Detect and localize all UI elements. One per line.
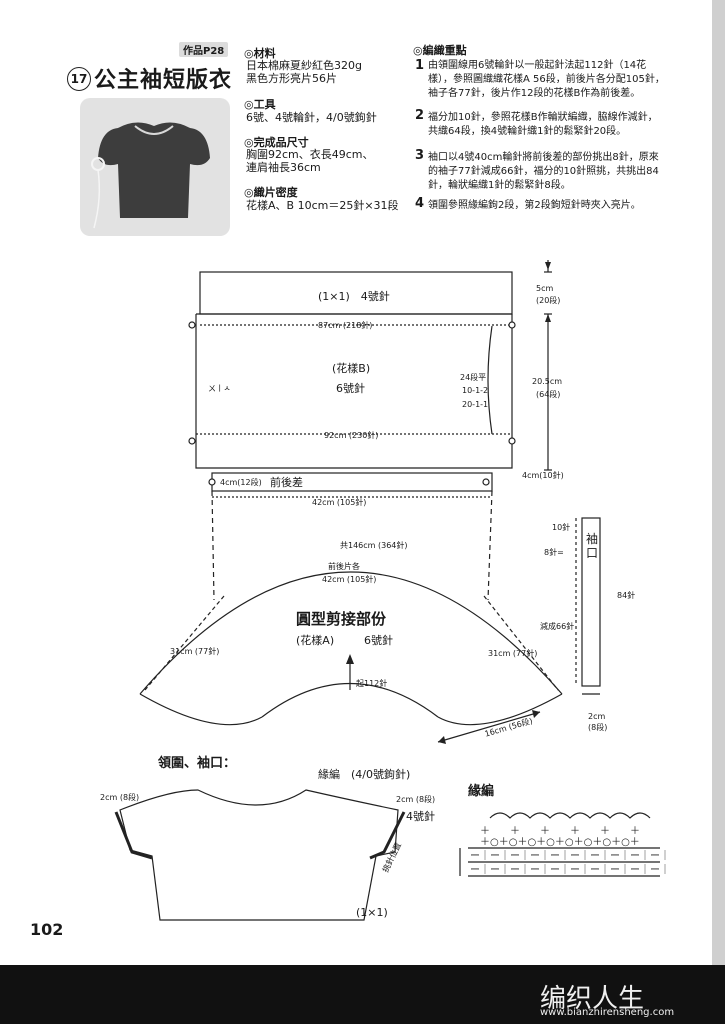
garment-photo — [80, 98, 230, 236]
tools-line-1: 6號、4號輪針，4/0號鉤針 — [246, 111, 377, 124]
cast-on-label: 起112針 — [356, 679, 388, 688]
cuff-depth: 2cm — [588, 712, 606, 721]
neck-rib-note: (1×1) — [356, 906, 388, 919]
cuff-total-84: 84針 — [617, 591, 636, 600]
watermark-url: www.bianzhirensheng.com — [540, 1007, 675, 1018]
pattern-b-label: (花樣B) — [332, 362, 371, 375]
sweater-illustration — [91, 122, 210, 229]
body-section-outline — [195, 314, 513, 469]
cuff-top-10: 10針 — [552, 523, 571, 532]
neck-edging-label: 緣編 (4/0號鉤針) — [318, 768, 411, 781]
size-line-2: 連肩袖長36cm — [246, 161, 321, 174]
cuff-pick-8: 8針= — [544, 548, 564, 557]
step-line: 福分加10針，參照花樣B作輪狀編織，脇線作減針， — [428, 112, 658, 123]
edging-symbols: ＋○＋○＋○＋○＋○＋○＋○＋○＋ ＋ ＋ ＋ ＋ ＋ ＋ ー｜ー｜ー｜ー｜ー｜… — [470, 826, 670, 876]
bottom-band — [0, 965, 725, 1024]
sleeve-left-label: 31cm (77針) — [170, 647, 220, 656]
body-height: 20.5cm — [532, 377, 563, 386]
size-line-1: 胸圍92cm、衣長49cm、 — [246, 148, 374, 161]
title-block: 作品P28 17 公主袖短版衣 — [64, 40, 234, 98]
yoke-title: 圓型剪接部份 — [296, 610, 387, 628]
neck-needle-4: 4號針 — [406, 810, 435, 823]
yoke-outer-arc — [139, 571, 563, 695]
edging-chart-title: 緣編 — [468, 784, 495, 799]
step-line: 針，輪狀編織1針的鬆緊針8段。 — [428, 180, 571, 191]
side-mark: ㄨㅣㅅ — [208, 384, 231, 393]
step-line: 袖口以4號40cm輪針將前後差的部份挑出8針，原來 — [428, 152, 659, 163]
svg-text:＋ ＋ ＋ ＋ ＋ ＋: ＋ ＋ ＋ ＋ ＋ ＋ — [480, 826, 640, 837]
yoke-total-label: 共146cm (364針) — [340, 541, 408, 550]
side-shaping-2: 10-1-2 — [462, 386, 489, 395]
pattern-title: 公主袖短版衣 — [94, 68, 233, 93]
svg-text:ー｜ー｜ー｜ー｜ー｜ー｜ー｜ー｜ー｜ー｜: ー｜ー｜ー｜ー｜ー｜ー｜ー｜ー｜ー｜ー｜ — [470, 864, 670, 876]
width-top-label: 87cm (218針) — [318, 321, 373, 330]
yoke-front-back: 前後片各 — [328, 562, 360, 571]
watermark-logo: 编织人生 — [540, 984, 645, 1014]
neck-section-title: 領圍、袖口： — [158, 756, 237, 771]
diff-width-label: 42cm (105針) — [312, 498, 367, 507]
sleeve-right-label: 31cm (77針) — [488, 649, 538, 658]
step-line: 由領圍線用6號輪針以一般起針法起112針（14花 — [428, 60, 647, 71]
body-rows: (64段) — [536, 390, 561, 399]
tools-label: ◎工具 — [244, 98, 276, 111]
step-number: 2 — [415, 108, 425, 123]
cuff-outline — [581, 517, 601, 687]
yoke-pattern-a: (花樣A) — [296, 634, 335, 647]
diff-right-label: 4cm(10針) — [522, 471, 564, 480]
decrease-label: 減成66針 — [540, 622, 575, 631]
step-line: 共織64段，換4號輪針織1針的鬆緊針20段。 — [428, 126, 627, 137]
materials-label: ◎材料 — [244, 47, 276, 60]
svg-text:＋○＋○＋○＋○＋○＋○＋○＋○＋: ＋○＋○＋○＋○＋○＋○＋○＋○＋ — [480, 837, 640, 848]
gauge-label: ◎織片密度 — [244, 186, 298, 199]
neck-right-cm: 2cm (8段) — [396, 795, 436, 804]
size-label: ◎完成品尺寸 — [244, 136, 309, 149]
svg-text:ー｜ー｜ー｜ー｜ー｜ー｜ー｜ー｜ー｜ー｜: ー｜ー｜ー｜ー｜ー｜ー｜ー｜ー｜ー｜ー｜ — [470, 850, 670, 862]
cuff-label: 袖口 — [586, 532, 599, 560]
step-line: 的袖子77針減成66針，福分的10針照挑，共挑出84 — [428, 166, 659, 177]
side-shaping-1: 24段平 — [460, 373, 487, 382]
materials-line-2: 黑色方形亮片56片 — [246, 72, 337, 85]
materials-line-1: 日本棉麻夏紗紅色320g — [246, 59, 362, 72]
pattern-reference-tag: 作品P28 — [179, 42, 229, 57]
diff-label: 前後差 — [270, 476, 303, 489]
rib-label: (1×1) 4號針 — [318, 290, 390, 303]
rib-height: 5cm — [536, 284, 554, 293]
page-edge — [712, 0, 725, 965]
rib-rows: (20段) — [536, 296, 561, 305]
width-bottom-label: 92cm (230針) — [324, 431, 379, 440]
step-number: 4 — [415, 196, 425, 211]
page-number: 102 — [30, 920, 64, 939]
step-number: 3 — [415, 148, 425, 163]
diff-left-label: 4cm(12段) — [220, 478, 262, 487]
step-line: 袖子各77針，後片作12段的花樣B作為前後差。 — [428, 88, 641, 99]
yoke-front-back-width: 42cm (105針) — [322, 575, 377, 584]
cuff-depth-rows: (8段) — [588, 723, 608, 732]
neck-left-cm: 2cm (8段) — [100, 793, 140, 802]
garment-neck-sketch — [119, 789, 399, 921]
step-line: 樣），參照圖織織花樣A 56段，前後片各分配105針， — [428, 74, 665, 85]
gauge-line-1: 花樣A、B 10cm＝25針×31段 — [246, 199, 399, 212]
step-line: 領圍參照緣編鉤2段，第2段鉤短針時夾入亮片。 — [428, 200, 641, 211]
knitting-diagram: ＋○＋○＋○＋○＋○＋○＋○＋○＋ ＋ ＋ ＋ ＋ ＋ ＋ ー｜ー｜ー｜ー｜ー｜… — [114, 260, 670, 921]
step-number: 1 — [415, 58, 425, 73]
instructions-label: ◎編織重點 — [413, 44, 467, 57]
side-shaping-3: 20-1-1 — [462, 400, 489, 409]
yoke-needle-6: 6號針 — [364, 634, 393, 647]
needle-6-label: 6號針 — [336, 382, 365, 395]
pattern-number: 17 — [67, 67, 91, 91]
